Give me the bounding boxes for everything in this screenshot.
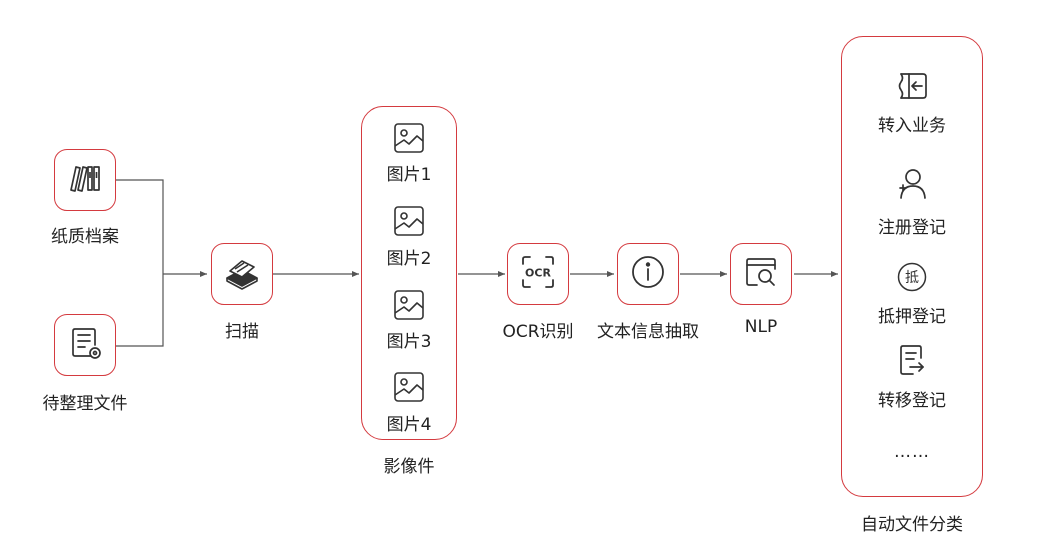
books-icon (65, 158, 105, 202)
info-icon (628, 252, 668, 296)
scan-label: 扫描 (225, 322, 259, 342)
nlp-label: NLP (744, 317, 778, 337)
scan-node (211, 243, 273, 305)
image-item-label: 图片4 (386, 415, 432, 435)
paper-archive-node (54, 149, 116, 211)
connector-files-to-scan (116, 274, 164, 347)
image-item-label: 图片2 (386, 249, 432, 269)
classification-group-panel (841, 36, 983, 497)
classification-group-title: 自动文件分类 (861, 515, 963, 535)
scanner-icon (222, 252, 262, 296)
image-group-title: 影像件 (383, 457, 435, 477)
transfer-document-icon (897, 343, 927, 377)
classification-item-label: 注册登记 (878, 218, 946, 238)
image-icon (392, 288, 426, 322)
ocr-label: OCR识别 (502, 322, 574, 342)
svg-text:OCR: OCR (525, 267, 551, 280)
image-icon (392, 204, 426, 238)
mortgage-seal-icon: 抵 (896, 261, 928, 293)
nlp-node (730, 243, 792, 305)
image-group-panel (361, 106, 457, 440)
transfer-in-icon (895, 70, 929, 102)
ocr-scan-icon: OCR (518, 252, 558, 296)
text-extraction-label: 文本信息抽取 (597, 322, 699, 342)
image-item-label: 图片1 (386, 165, 432, 185)
image-icon (392, 370, 426, 404)
paper-archive-label: 纸质档案 (51, 227, 119, 247)
more-ellipsis: …… (894, 442, 930, 462)
document-settings-icon (65, 323, 105, 367)
user-add-icon (896, 167, 928, 201)
text-extraction-node (617, 243, 679, 305)
classification-item-label: 转入业务 (878, 116, 946, 136)
pending-files-label: 待整理文件 (42, 394, 128, 414)
svg-text:抵: 抵 (905, 270, 919, 286)
pending-files-node (54, 314, 116, 376)
image-item-label: 图片3 (386, 332, 432, 352)
connector-paper-to-scan (116, 179, 164, 274)
classification-item-label: 转移登记 (878, 391, 946, 411)
ocr-node: OCR (507, 243, 569, 305)
classification-item-label: 抵押登记 (878, 307, 946, 327)
search-document-icon (741, 252, 781, 296)
image-icon (392, 121, 426, 155)
